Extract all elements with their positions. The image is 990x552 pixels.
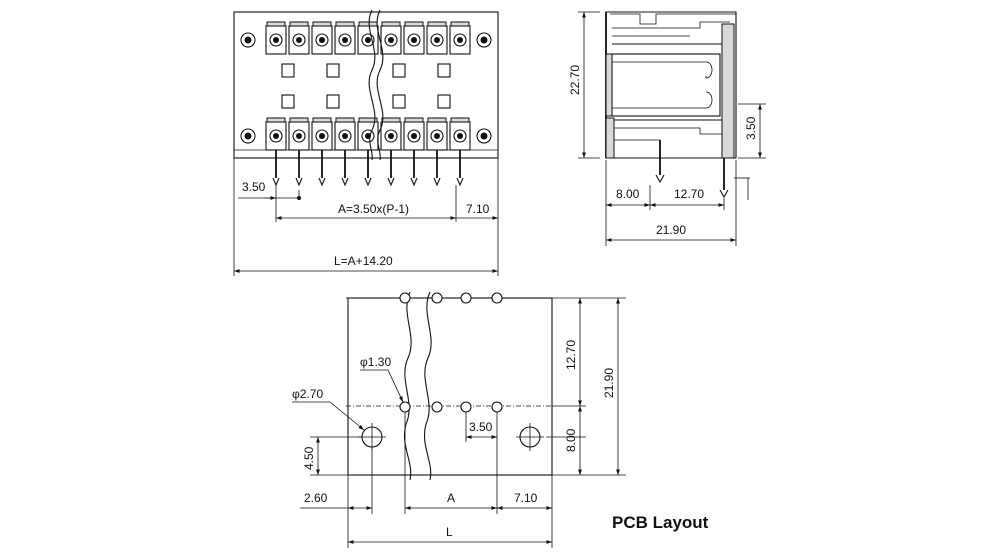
dim-side-row-pitch: 12.70 [674, 187, 704, 201]
dim-mount-hole-diameter: φ2.70 [292, 387, 323, 401]
dim-pcb-row-pitch: 12.70 [564, 340, 578, 370]
terminal-cell [334, 21, 356, 55]
terminal-cell [403, 117, 425, 151]
pcb-layout-title: PCB Layout [612, 513, 709, 532]
dim-front-end: 7.10 [466, 202, 490, 216]
dim-pcb-hole-x: 2.60 [304, 491, 328, 505]
terminal-cell [357, 117, 379, 151]
dim-front-span: A=3.50x(P-1) [338, 202, 409, 216]
front-break-lines [368, 9, 384, 161]
pcb-break-line-right [424, 291, 432, 481]
terminal-cell [380, 117, 402, 151]
terminal-cell [265, 117, 287, 151]
front-pins [272, 150, 464, 187]
terminal-cell [334, 117, 356, 151]
terminal-cell [288, 117, 310, 151]
dim-pcb-hole-y: 4.50 [302, 446, 316, 470]
terminal-cell [403, 21, 425, 55]
dim-pcb-offset: 8.00 [564, 428, 578, 452]
connector-body-outline [233, 11, 499, 159]
front-view: 3.50 A=3.50x(P-1) 7.10 L=A+14.20 [233, 9, 499, 276]
dim-side-height: 22.70 [568, 65, 582, 95]
pcb-break-line-left [404, 291, 412, 481]
terminal-cell [380, 21, 402, 55]
pcb-footprint-outline [347, 297, 553, 476]
terminal-cell [426, 117, 448, 151]
dim-side-offset: 8.00 [616, 187, 640, 201]
dim-pcb-length: L [446, 525, 453, 539]
dim-front-length: L=A+14.20 [334, 254, 393, 268]
terminal-pin [341, 150, 349, 187]
dim-front-pitch: 3.50 [242, 180, 266, 194]
terminal-cell [265, 21, 287, 55]
side-view: 22.70 3.50 8.00 12.70 21.90 [568, 11, 766, 246]
terminal-pin [410, 150, 418, 187]
terminal-pin [318, 150, 326, 187]
dim-pin-hole-diameter: φ1.30 [360, 355, 391, 369]
terminal-cell [426, 21, 448, 55]
dim-side-pin-height: 3.50 [744, 116, 758, 140]
terminal-cell [311, 21, 333, 55]
latch-windows [281, 63, 451, 109]
dim-pcb-end: 7.10 [514, 491, 538, 505]
terminal-pin [387, 150, 395, 187]
front-mount-holes [240, 32, 492, 144]
terminal-cell [357, 21, 379, 55]
pcb-mount-holes [358, 423, 544, 451]
dim-pcb-depth: 21.90 [602, 368, 616, 398]
terminal-pin [364, 150, 372, 187]
pcb-pin-holes [399, 292, 503, 413]
top-terminal-row [265, 21, 471, 55]
terminal-cell [449, 21, 471, 55]
dim-pcb-pitch: 3.50 [469, 420, 493, 434]
terminal-cell [311, 117, 333, 151]
terminal-cell [288, 21, 310, 55]
pcb-layout-view: φ1.30 φ2.70 12.70 8.00 21.90 3.50 4.50 [292, 291, 709, 548]
side-wall-hatch [721, 23, 735, 159]
bottom-terminal-row [265, 117, 471, 151]
terminal-cell [449, 117, 471, 151]
terminal-pin [295, 150, 303, 187]
terminal-pin [456, 150, 464, 187]
dim-pcb-span: A [447, 491, 455, 505]
dim-side-depth: 21.90 [656, 223, 686, 237]
terminal-pin [433, 150, 441, 187]
terminal-pin [272, 150, 280, 187]
